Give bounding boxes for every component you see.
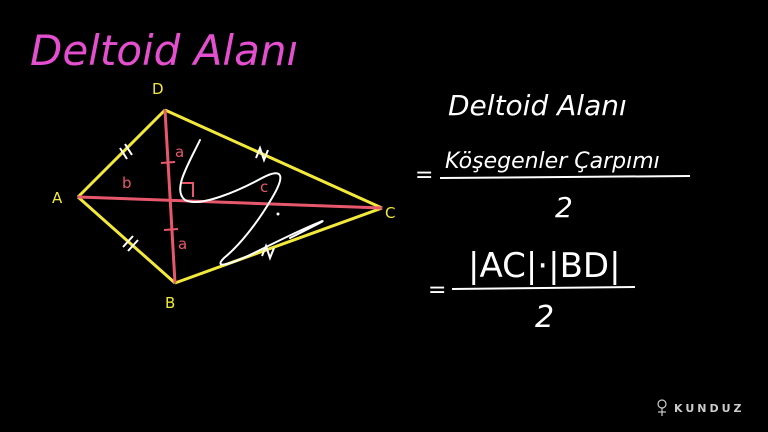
kite-figure: A B C D a a b c [52, 80, 395, 312]
diagonal-bd [163, 109, 177, 284]
area-formula: Deltoid Alanı = Köşegenler Çarpımı 2 = |… [415, 89, 691, 335]
logo-text: KUNDUZ [674, 402, 745, 415]
page-title: Deltoid Alanı [30, 26, 298, 75]
chalk-scribble [179, 139, 324, 266]
vertex-label-b: B [165, 294, 175, 312]
double-tick-ad [119, 143, 133, 160]
segment-label-b: b [122, 174, 132, 192]
edge-ba [77, 195, 176, 285]
chalk-dot [276, 212, 280, 216]
equals-sign-1: = [415, 163, 433, 188]
edge-dc [164, 108, 383, 210]
double-tick-ab [122, 235, 139, 252]
formula-step2-denominator: 2 [535, 300, 554, 335]
beaver-icon [657, 399, 667, 416]
kunduz-logo: KUNDUZ [657, 399, 745, 416]
formula-step1-numerator: Köşegenler Çarpımı [445, 149, 660, 174]
fraction-bar-1 [439, 175, 691, 179]
segment-label-upper-a: a [175, 143, 184, 161]
formula-step2-numerator: |AC|·|BD| [468, 246, 621, 286]
edge-ad [76, 108, 167, 199]
diagonal-ac [77, 195, 383, 210]
vertex-label-c: C [385, 204, 395, 222]
edge-cb [174, 206, 383, 285]
fraction-bar-2 [451, 286, 636, 290]
tick-mark [163, 228, 179, 231]
tick-dc [255, 145, 269, 163]
formula-heading: Deltoid Alanı [448, 89, 627, 122]
vertex-label-a: A [52, 189, 63, 207]
right-angle-marker [180, 182, 194, 197]
equals-sign-2: = [428, 278, 446, 303]
tick-cb [261, 243, 275, 261]
segment-label-lower-a: a [178, 235, 187, 253]
segment-label-c: c [260, 178, 268, 196]
formula-step1-denominator: 2 [555, 191, 573, 224]
tick-mark [160, 161, 176, 164]
vertex-label-d: D [152, 80, 164, 98]
